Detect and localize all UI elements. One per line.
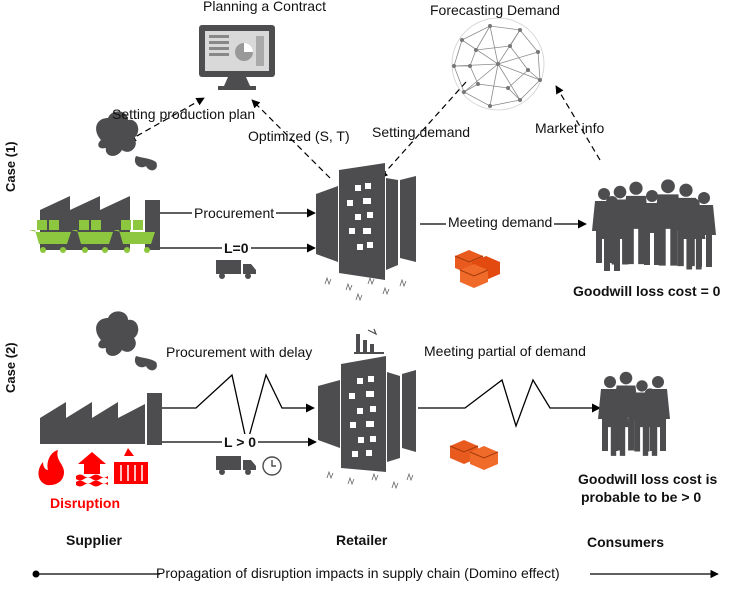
fire-icon bbox=[38, 450, 64, 486]
lead-time-zero-label: L=0 bbox=[222, 240, 251, 256]
propagation-label: Propagation of disruption impacts in sup… bbox=[156, 565, 560, 581]
forecasting-demand-label: Forecasting Demand bbox=[430, 2, 560, 18]
grass-decoration bbox=[326, 470, 414, 490]
propagation-arrow bbox=[32, 569, 719, 579]
planning-contract-label: Planning a Contract bbox=[203, 0, 326, 14]
container-icon bbox=[114, 448, 148, 484]
building-icon bbox=[316, 163, 416, 280]
globe-network-icon bbox=[451, 17, 545, 111]
consumers-label: Consumers bbox=[587, 534, 665, 550]
monitor-icon bbox=[199, 25, 275, 90]
case-1-label: Case (1) bbox=[3, 141, 18, 192]
truck-icon bbox=[216, 456, 256, 475]
goodwill-probable-line2: probable to be > 0 bbox=[581, 489, 702, 505]
boxes-icon bbox=[454, 250, 500, 288]
building-icon bbox=[318, 356, 416, 472]
clock-icon bbox=[262, 456, 282, 476]
truck-icon bbox=[216, 260, 256, 279]
optimized-label: Optimized (S, T) bbox=[248, 128, 350, 144]
setting-demand-label: Setting demand bbox=[372, 124, 471, 140]
supplier-label: Supplier bbox=[66, 532, 123, 548]
procurement-delay-label: Procurement with delay bbox=[166, 344, 313, 360]
cart-icon bbox=[29, 220, 155, 253]
retailer-label: Retailer bbox=[336, 532, 388, 548]
meeting-demand-label: Meeting demand bbox=[446, 214, 555, 230]
lead-time-positive-label: L > 0 bbox=[222, 434, 259, 450]
boxes-icon bbox=[449, 440, 499, 470]
goodwill-zero-label: Goodwill loss cost = 0 bbox=[573, 283, 721, 299]
flood-icon bbox=[76, 452, 108, 487]
disruption-label: Disruption bbox=[50, 495, 120, 511]
chart-icon bbox=[354, 328, 384, 354]
people-group-icon bbox=[598, 371, 670, 456]
case-2-label: Case (2) bbox=[3, 342, 18, 393]
setting-production-plan-label: Setting production plan bbox=[112, 106, 256, 122]
market-info-label: Market info bbox=[535, 120, 605, 136]
factory-icon bbox=[40, 311, 162, 445]
people-group-icon bbox=[592, 179, 716, 271]
meeting-partial-label: Meeting partial of demand bbox=[424, 343, 586, 359]
goodwill-probable-line1: Goodwill loss cost is bbox=[578, 471, 718, 487]
grass-decoration bbox=[324, 276, 407, 302]
procurement-label: Procurement bbox=[192, 205, 277, 221]
dashed-arrows bbox=[127, 81, 601, 179]
